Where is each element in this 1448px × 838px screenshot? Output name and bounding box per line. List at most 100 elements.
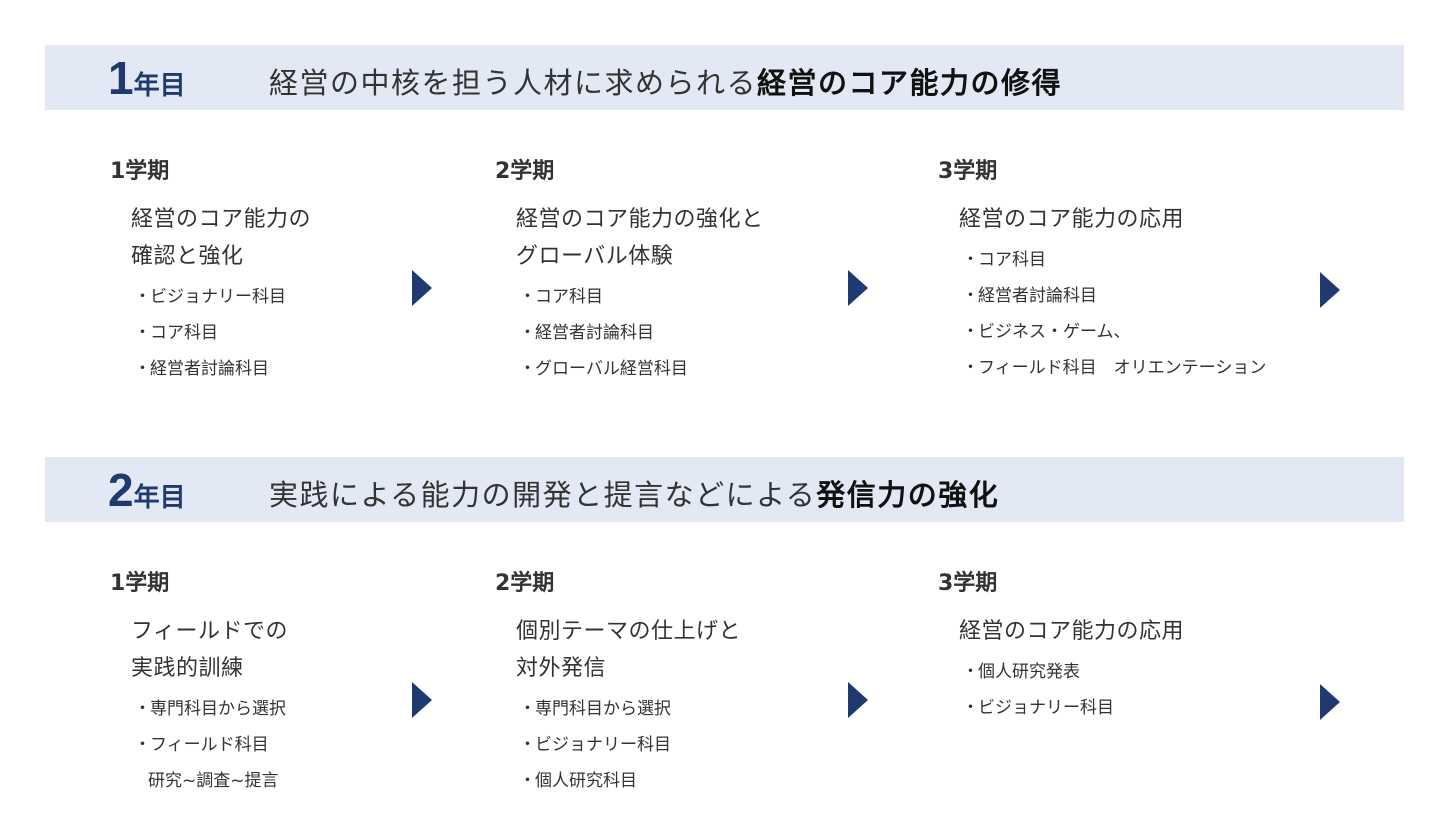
term-label: 1学期	[110, 159, 170, 184]
course-item: ・ビジョナリー科目	[519, 727, 741, 763]
course-list: ・コア科目・経営者討論科目・グローバル経営科目	[519, 279, 764, 387]
subtitle-line: 経営のコア能力の	[131, 207, 312, 232]
course-item: ・グローバル経営科目	[519, 351, 764, 387]
term-column: 3学期経営のコア能力の応用・個人研究発表・ビジョナリー科目	[938, 565, 1184, 726]
course-name: 個人研究科目	[535, 771, 637, 791]
year-title-emphasis: 経営のコア能力の修得	[757, 66, 1063, 100]
term-column: 1学期経営のコア能力の確認と強化・ビジョナリー科目・コア科目・経営者討論科目	[110, 153, 311, 387]
course-list: ・ビジョナリー科目・コア科目・経営者討論科目	[134, 279, 311, 387]
subtitle-line: グローバル体験	[516, 244, 674, 269]
course-name: フィールド科目 オリエンテーション	[978, 358, 1267, 378]
term-column: 2学期個別テーマの仕上げと対外発信・専門科目から選択・ビジョナリー科目・個人研究…	[495, 565, 741, 799]
term-label: 2学期	[495, 159, 555, 184]
course-name: コア科目	[535, 287, 603, 307]
term-column: 3学期経営のコア能力の応用・コア科目・経営者討論科目・ビジネス・ゲーム、・フィー…	[938, 153, 1266, 386]
bullet: ・	[519, 699, 536, 719]
course-name: ビジョナリー科目	[535, 735, 671, 755]
course-item: ・ビジョナリー科目	[962, 690, 1184, 726]
subtitle-line: 個別テーマの仕上げと	[516, 619, 742, 644]
term-label: 2学期	[495, 571, 555, 596]
term-label: 1学期	[110, 571, 170, 596]
year-suffix: 年目	[133, 71, 186, 101]
term-subtitle: 経営のコア能力の確認と強化	[131, 201, 311, 275]
arrow-right-icon	[1320, 684, 1340, 720]
year-label: 1年目	[108, 53, 186, 103]
year-title-emphasis: 発信力の強化	[816, 478, 1000, 512]
course-name: ビジネス・ゲーム、	[978, 322, 1131, 342]
bullet: ・	[134, 359, 151, 379]
term-column: 2学期経営のコア能力の強化とグローバル体験・コア科目・経営者討論科目・グローバル…	[495, 153, 764, 387]
course-name: 経営者討論科目	[535, 323, 654, 343]
subtitle-line: 対外発信	[516, 656, 607, 681]
year-banner: 2年目 実践による能力の開発と提言などによる発信力の強化	[45, 457, 1404, 522]
subtitle-line: 経営のコア能力の強化と	[516, 207, 764, 232]
bullet: ・	[519, 287, 536, 307]
bullet: ・	[962, 662, 979, 682]
course-item: ・経営者討論科目	[962, 278, 1266, 314]
year-title-text: 実践による能力の開発と提言などによる	[269, 478, 817, 512]
course-item: ・経営者討論科目	[519, 315, 764, 351]
course-list: ・専門科目から選択・フィールド科目研究~調査~提言	[134, 691, 288, 799]
arrow-right-icon	[848, 270, 868, 306]
term-label: 3学期	[938, 571, 998, 596]
term-subtitle: 経営のコア能力の応用	[959, 201, 1266, 238]
arrow-right-icon	[848, 682, 868, 718]
course-name: コア科目	[150, 323, 218, 343]
course-item: ・コア科目	[519, 279, 764, 315]
bullet: ・	[519, 323, 536, 343]
bullet: ・	[962, 250, 979, 270]
term-column: 1学期フィールドでの実践的訓練・専門科目から選択・フィールド科目研究~調査~提言	[110, 565, 288, 799]
year-suffix: 年目	[133, 483, 186, 513]
course-item: ・個人研究発表	[962, 654, 1184, 690]
bullet: ・	[519, 771, 536, 791]
bullet: ・	[519, 735, 536, 755]
term-subtitle: 個別テーマの仕上げと対外発信	[516, 613, 741, 687]
year-label: 2年目	[108, 465, 186, 515]
subtitle-line: 経営のコア能力の応用	[959, 619, 1185, 644]
term-subtitle: フィールドでの実践的訓練	[131, 613, 288, 687]
bullet: ・	[962, 286, 979, 306]
course-name: 専門科目から選択	[535, 699, 671, 719]
bullet: ・	[519, 359, 536, 379]
year-title: 実践による能力の開発と提言などによる発信力の強化	[269, 472, 999, 514]
arrow-right-icon	[412, 682, 432, 718]
year-number: 1	[108, 52, 134, 104]
year-banner: 1年目 経営の中核を担う人材に求められる経営のコア能力の修得	[45, 45, 1404, 110]
course-name: ビジョナリー科目	[978, 698, 1114, 718]
bullet: ・	[134, 699, 151, 719]
year-number: 2	[108, 464, 134, 516]
bullet: ・	[962, 322, 979, 342]
subtitle-line: フィールドでの	[131, 619, 289, 644]
course-item: ・専門科目から選択	[519, 691, 741, 727]
course-item: ・コア科目	[134, 315, 311, 351]
course-name: グローバル経営科目	[535, 359, 688, 379]
course-item: ・コア科目	[962, 242, 1266, 278]
subtitle-line: 経営のコア能力の応用	[959, 207, 1185, 232]
term-subtitle: 経営のコア能力の応用	[959, 613, 1184, 650]
year-title-text: 経営の中核を担う人材に求められる	[269, 66, 758, 100]
course-name: フィールド科目	[150, 735, 269, 755]
course-item: ・専門科目から選択	[134, 691, 288, 727]
arrow-right-icon	[412, 270, 432, 306]
course-name: 個人研究発表	[978, 662, 1080, 682]
term-subtitle: 経営のコア能力の強化とグローバル体験	[516, 201, 764, 275]
course-name: 経営者討論科目	[978, 286, 1097, 306]
course-list: ・個人研究発表・ビジョナリー科目	[962, 654, 1184, 726]
course-name: コア科目	[978, 250, 1046, 270]
course-item: ・フィールド科目研究~調査~提言	[134, 727, 288, 799]
course-list: ・専門科目から選択・ビジョナリー科目・個人研究科目	[519, 691, 741, 799]
course-item: ・ビジョナリー科目	[134, 279, 311, 315]
bullet: ・	[962, 698, 979, 718]
course-item: ・ビジネス・ゲーム、	[962, 314, 1266, 350]
term-label: 3学期	[938, 159, 998, 184]
course-detail: 研究~調査~提言	[148, 771, 279, 791]
subtitle-line: 実践的訓練	[131, 656, 244, 681]
course-list: ・コア科目・経営者討論科目・ビジネス・ゲーム、・フィールド科目 オリエンテーショ…	[962, 242, 1266, 386]
course-item: ・経営者討論科目	[134, 351, 311, 387]
course-item: ・フィールド科目 オリエンテーション	[962, 350, 1266, 386]
course-name: ビジョナリー科目	[150, 287, 286, 307]
course-name: 経営者討論科目	[150, 359, 269, 379]
bullet: ・	[962, 358, 979, 378]
bullet: ・	[134, 735, 151, 755]
bullet: ・	[134, 323, 151, 343]
